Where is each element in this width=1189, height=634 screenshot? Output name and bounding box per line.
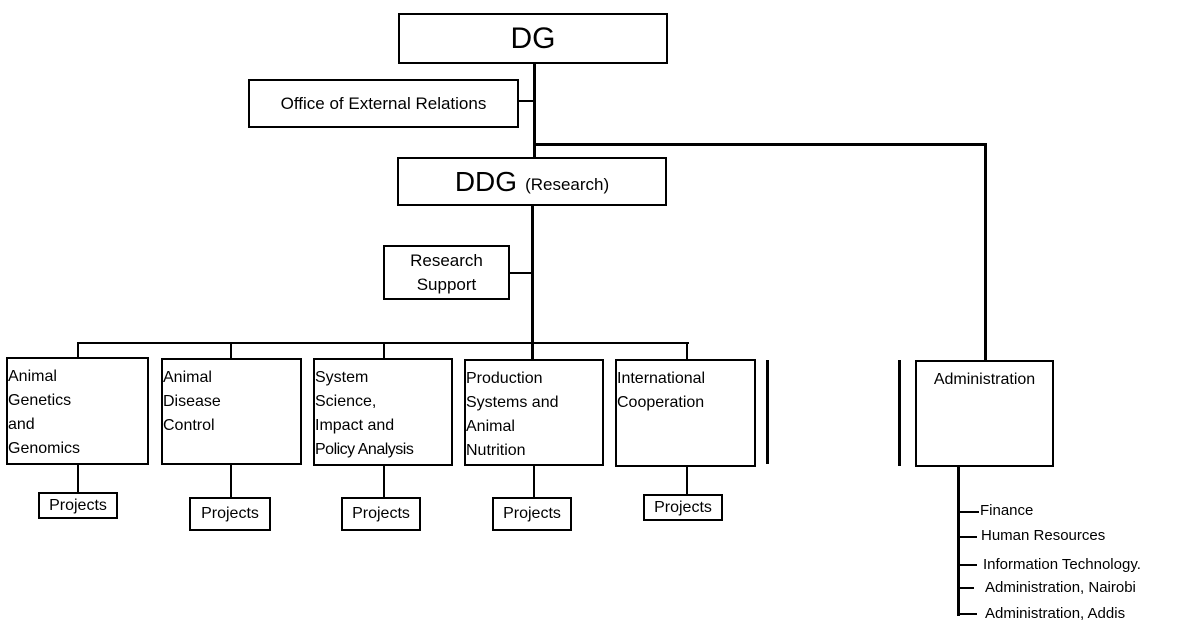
connector-dept-2: [230, 342, 232, 359]
dept-line: Policy Analysis: [315, 441, 414, 458]
dept-international-cooperation: International Cooperation: [615, 359, 756, 467]
administration-box: Administration: [915, 360, 1054, 467]
external-relations-box: Office of External Relations: [248, 79, 519, 128]
ddg-qualifier: (Research): [525, 174, 610, 194]
projects-box-2: Projects: [189, 497, 271, 531]
projects-label: Projects: [49, 496, 107, 514]
admin-unit-nairobi: Administration, Nairobi: [985, 579, 1136, 596]
connector-dept-4: [531, 342, 534, 360]
dept-line: Production: [466, 370, 543, 387]
dept-line: Nutrition: [466, 442, 526, 459]
divider-bar-left: [766, 360, 769, 464]
projects-label: Projects: [503, 505, 561, 522]
dept-line: Control: [163, 417, 215, 434]
connector-projects-1: [77, 464, 79, 492]
dept-line: Animal: [163, 369, 212, 386]
projects-label: Projects: [352, 505, 410, 522]
dept-system-science: System Science, Impact and Policy Analys…: [313, 358, 453, 466]
admin-unit-information-technology: Information Technology.: [983, 556, 1141, 573]
tick-information-technology: [958, 564, 977, 566]
admin-unit-addis: Administration, Addis: [985, 605, 1126, 622]
connector-dept-1: [77, 342, 79, 358]
tick-human-resources: [958, 536, 977, 538]
dept-line: Systems and: [466, 394, 559, 411]
dept-line: Genetics: [8, 392, 72, 409]
projects-label: Projects: [654, 498, 712, 516]
admin-unit-finance: Finance: [980, 502, 1034, 519]
tick-admin-addis: [958, 613, 977, 615]
research-support-line1: Research: [410, 250, 483, 270]
connector-projects-4: [533, 466, 535, 498]
dept-line: International: [617, 370, 706, 387]
dept-animal-genetics: Animal Genetics and Genomics: [6, 357, 149, 465]
projects-box-5: Projects: [643, 494, 723, 521]
dg-label: DG: [510, 21, 556, 55]
dept-line: Impact and: [315, 417, 395, 434]
dept-line: Animal: [466, 418, 515, 435]
connector-projects-3: [383, 466, 385, 498]
research-support-line2: Support: [416, 274, 477, 294]
connector-dept-3: [383, 342, 385, 359]
connector-projects-2: [230, 465, 232, 498]
dept-production-systems: Production Systems and Animal Nutrition: [464, 359, 604, 466]
external-relations-label: Office of External Relations: [280, 93, 487, 113]
projects-box-1: Projects: [38, 492, 118, 519]
dg-box: DG: [398, 13, 668, 64]
research-support-box: Research Support: [383, 245, 510, 300]
connector-admin-vertical: [984, 143, 987, 362]
dept-line: Science,: [315, 393, 377, 410]
connector-admin-horizontal: [533, 143, 987, 146]
admin-unit-human-resources: Human Resources: [981, 527, 1106, 544]
projects-label: Projects: [201, 505, 259, 522]
dept-line: and: [8, 416, 35, 433]
tick-finance: [958, 511, 979, 513]
dept-line: Animal: [8, 368, 57, 385]
dept-animal-disease-control: Animal Disease Control: [161, 358, 302, 465]
projects-box-4: Projects: [492, 497, 572, 531]
connector-projects-5: [686, 466, 688, 494]
connector-research-support: [508, 272, 532, 274]
connector-external-relations: [518, 100, 534, 102]
administration-label: Administration: [933, 371, 1036, 388]
connector-ddg-trunk: [531, 206, 534, 344]
connector-dept-5: [686, 342, 688, 360]
ddg-box: DDG (Research): [397, 157, 667, 206]
connector-admin-units: [957, 466, 960, 616]
projects-box-3: Projects: [341, 497, 421, 531]
divider-bar-right: [898, 360, 901, 466]
dept-line: System: [315, 369, 369, 386]
tick-admin-nairobi: [958, 587, 974, 589]
ddg-label: DDG: [454, 165, 518, 197]
dept-line: Cooperation: [617, 394, 705, 411]
dept-line: Disease: [163, 393, 221, 410]
dept-line: Genomics: [8, 440, 81, 457]
connector-dg-trunk: [533, 62, 536, 158]
